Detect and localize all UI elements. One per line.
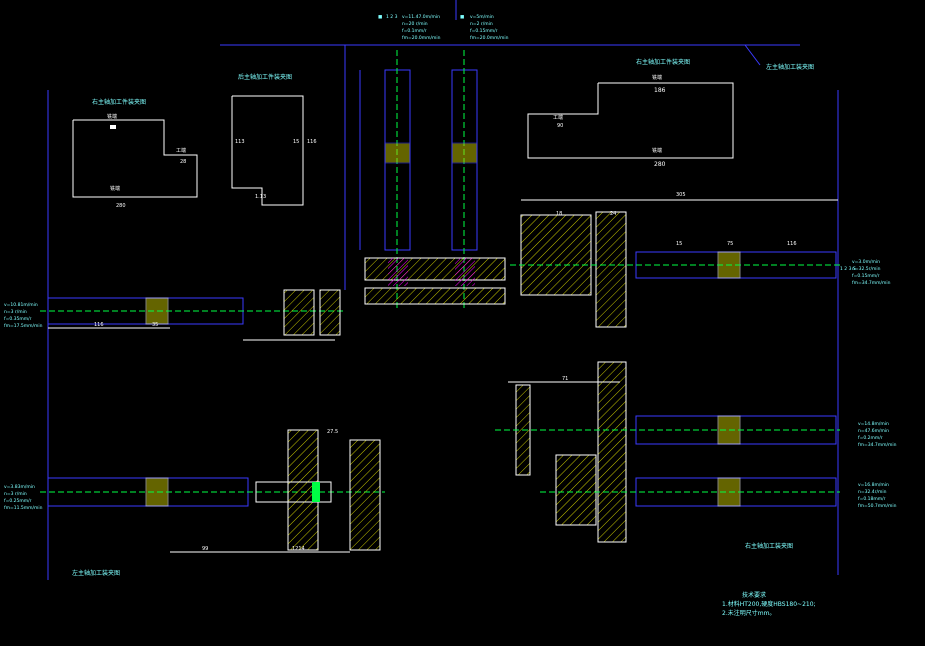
svg-text:1 2 3 S: 1 2 3 S bbox=[840, 266, 856, 272]
svg-text:fm=34.7mm/min: fm=34.7mm/min bbox=[852, 280, 891, 286]
svg-text:fm=17.5mm/min: fm=17.5mm/min bbox=[4, 323, 43, 329]
svg-text:1.13: 1.13 bbox=[255, 194, 266, 200]
title-top-mid: 后主轴加工件装夹图 bbox=[238, 73, 292, 81]
svg-text:15: 15 bbox=[676, 241, 682, 247]
params-right-top: 1 2 3 S v=3.0m/min n=32.5r/min f=0.15mm/… bbox=[840, 259, 891, 286]
svg-text:铣端: 铣端 bbox=[110, 185, 120, 192]
svg-text:fm=34.7mm/min: fm=34.7mm/min bbox=[858, 442, 897, 448]
spindle-marker-b: ■ bbox=[460, 15, 464, 20]
svg-text:186: 186 bbox=[654, 87, 666, 94]
svg-text:n=20 r/min: n=20 r/min bbox=[402, 21, 428, 27]
svg-text:f=0.15mm/r: f=0.15mm/r bbox=[852, 273, 880, 279]
svg-text:1214: 1214 bbox=[292, 546, 305, 552]
svg-text:铣端: 铣端 bbox=[652, 74, 662, 81]
svg-text:f=0.2mm/r: f=0.2mm/r bbox=[858, 435, 883, 441]
params-left-mid: v=10.81m/min n=3 r/min f=0.35mm/r fm=17.… bbox=[4, 302, 43, 329]
svg-text:15: 15 bbox=[293, 139, 299, 145]
svg-text:27.5: 27.5 bbox=[327, 429, 338, 435]
svg-text:18: 18 bbox=[556, 211, 562, 217]
svg-text:71: 71 bbox=[562, 376, 568, 382]
svg-text:24: 24 bbox=[610, 211, 616, 217]
title-bottom-right: 右主轴加工装夹图 bbox=[745, 542, 793, 550]
svg-text:90: 90 bbox=[557, 123, 563, 129]
view-titles: 右主轴加工件装夹图 后主轴加工件装夹图 右主轴加工件装夹图 左主轴加工装夹图 左… bbox=[72, 58, 814, 577]
svg-text:f=0.18mm/r: f=0.18mm/r bbox=[858, 496, 886, 502]
part-sketch-left: 铣端 工端 28 铣端 280 bbox=[72, 113, 198, 209]
part-sketch-mid: 113 116 1.13 15 bbox=[231, 95, 317, 206]
svg-text:280: 280 bbox=[654, 161, 666, 168]
params-right-bot: v=16.8m/min n=32.4r/min f=0.18mm/r fm=50… bbox=[858, 482, 897, 509]
svg-text:铣端: 铣端 bbox=[107, 113, 117, 120]
svg-text:116: 116 bbox=[787, 241, 797, 247]
vertical-tools bbox=[344, 45, 478, 310]
svg-text:305: 305 bbox=[676, 192, 686, 198]
params-right-mid: v=14.8m/min n=47.6m/min f=0.2mm/r fm=34.… bbox=[858, 421, 897, 448]
spindle-marker-a: ■ bbox=[378, 15, 382, 20]
svg-text:v=11.47.0m/min: v=11.47.0m/min bbox=[402, 14, 440, 20]
svg-text:113: 113 bbox=[235, 139, 245, 145]
svg-text:f=0.35mm/r: f=0.35mm/r bbox=[4, 316, 32, 322]
svg-text:工端: 工端 bbox=[176, 147, 186, 154]
svg-text:35: 35 bbox=[152, 322, 158, 328]
svg-text:n=32.5r/min: n=32.5r/min bbox=[852, 266, 881, 272]
svg-text:工端: 工端 bbox=[553, 114, 563, 121]
svg-text:f=0.15mm/r: f=0.15mm/r bbox=[470, 28, 498, 34]
svg-text:280: 280 bbox=[116, 203, 126, 209]
svg-text:f=0.1mm/r: f=0.1mm/r bbox=[402, 28, 427, 34]
svg-text:fm=11.5mm/min: fm=11.5mm/min bbox=[4, 505, 43, 511]
svg-text:75: 75 bbox=[727, 241, 733, 247]
svg-text:v=14.8m/min: v=14.8m/min bbox=[858, 421, 889, 427]
tech-notes: 技术要求 1.材料HT200,硬度HBS180~210; 2.未注明尺寸mm。 bbox=[722, 591, 816, 617]
title-bottom-left: 左主轴加工装夹图 bbox=[72, 569, 120, 577]
part-sketch-right: 铣端 186 工端 90 铣端 280 bbox=[527, 74, 734, 168]
svg-text:fm=50.7mm/min: fm=50.7mm/min bbox=[858, 503, 897, 509]
left-mid-spindle: 116 35 bbox=[40, 289, 345, 341]
params-top: ■ 1 2 3 v=11.47.0m/min n=20 r/min f=0.1m… bbox=[378, 14, 509, 41]
svg-text:116: 116 bbox=[94, 322, 104, 328]
svg-text:v=3.83m/min: v=3.83m/min bbox=[4, 484, 35, 490]
title-top-right: 右主轴加工件装夹图 bbox=[636, 58, 690, 66]
notes-line2: 2.未注明尺寸mm。 bbox=[722, 609, 775, 617]
svg-text:n=3 r/min: n=3 r/min bbox=[4, 309, 27, 315]
svg-text:v=10.81m/min: v=10.81m/min bbox=[4, 302, 38, 308]
top-workpiece bbox=[364, 257, 506, 305]
svg-text:v=5m/min: v=5m/min bbox=[470, 14, 494, 20]
top-right-assembly: 305 15 75 116 24 18 bbox=[510, 192, 840, 328]
title-top-far-right: 左主轴加工装夹图 bbox=[766, 63, 814, 71]
svg-text:n=3 r/min: n=3 r/min bbox=[4, 491, 27, 497]
svg-text:n=47.6m/min: n=47.6m/min bbox=[858, 428, 889, 434]
bottom-right-assembly: 71 bbox=[495, 361, 840, 543]
title-top-left: 右主轴加工件装夹图 bbox=[92, 98, 146, 106]
svg-text:n=2 r/min: n=2 r/min bbox=[470, 21, 493, 27]
svg-text:99: 99 bbox=[202, 546, 208, 552]
svg-text:v=3.0m/min: v=3.0m/min bbox=[852, 259, 880, 265]
svg-text:28: 28 bbox=[180, 159, 186, 165]
bottom-left-spindle: 99 1214 27.5 bbox=[40, 429, 385, 553]
svg-text:铣端: 铣端 bbox=[652, 147, 662, 154]
svg-text:116: 116 bbox=[307, 139, 317, 145]
svg-text:1 2 3: 1 2 3 bbox=[386, 14, 398, 20]
svg-text:fm=20.0mm/min: fm=20.0mm/min bbox=[470, 35, 509, 41]
svg-text:n=32.4r/min: n=32.4r/min bbox=[858, 489, 887, 495]
notes-title: 技术要求 bbox=[742, 591, 766, 599]
svg-text:fm=20.0mm/min: fm=20.0mm/min bbox=[402, 35, 441, 41]
notes-line1: 1.材料HT200,硬度HBS180~210; bbox=[722, 600, 816, 608]
svg-text:f=0.25mm/r: f=0.25mm/r bbox=[4, 498, 32, 504]
params-left-bot: v=3.83m/min n=3 r/min f=0.25mm/r fm=11.5… bbox=[4, 484, 43, 511]
svg-text:v=16.8m/min: v=16.8m/min bbox=[858, 482, 889, 488]
